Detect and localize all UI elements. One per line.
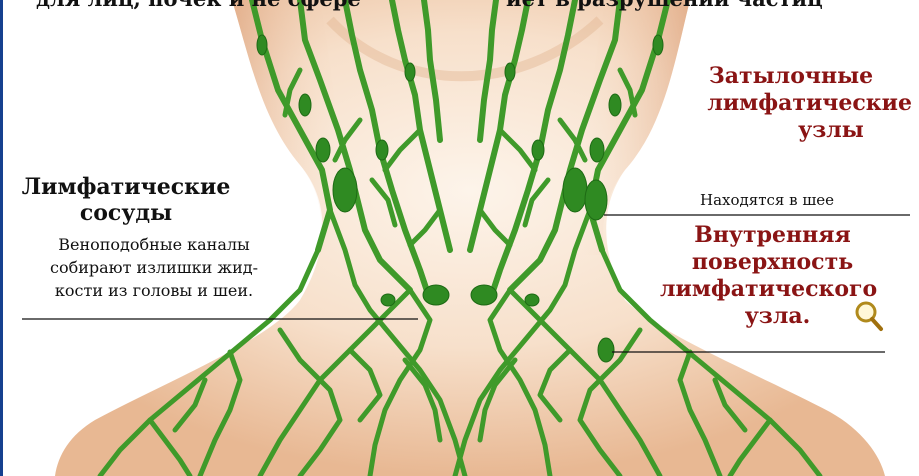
lymph-node: [590, 138, 604, 162]
lymph-node: [299, 94, 311, 116]
top-caption-right: иет в разрушении частиц: [506, 0, 823, 10]
frame-left-edge: [0, 0, 3, 476]
inner-surface-callout: Внутренняя поверхность лимфатического уз…: [640, 222, 875, 330]
occipital-line1: Затылочные: [640, 63, 912, 90]
vessels-title-line2: сосуды: [12, 200, 240, 226]
inner-surface-line3: лимфатического: [640, 276, 875, 303]
vessels-desc-line1: Веноподобные каналы: [16, 233, 292, 256]
inner-surface-line4: узла.: [640, 303, 875, 330]
lymph-node: [653, 35, 663, 55]
lymph-node: [471, 285, 497, 305]
vessels-desc-line2: собирают излишки жид-: [16, 256, 292, 279]
lymph-node: [525, 294, 539, 306]
lymph-node: [532, 140, 544, 160]
inner-surface-line1: Внутренняя: [640, 222, 875, 249]
lymph-node: [381, 294, 395, 306]
lymph-node: [376, 140, 388, 160]
occipital-callout: Затылочные лимфатические узлы: [640, 63, 912, 144]
lymph-node: [257, 35, 267, 55]
neck-location-label: Находятся в шее: [700, 190, 834, 210]
lymph-node: [585, 180, 607, 220]
lymph-node: [423, 285, 449, 305]
lymph-node: [505, 63, 515, 81]
lymph-node: [316, 138, 330, 162]
lymph-node: [563, 168, 587, 212]
occipital-line3: узлы: [640, 117, 912, 144]
occipital-line2: лимфатические: [640, 90, 912, 117]
top-caption-left: для лиц, почек и не сфере: [36, 0, 361, 10]
vessels-desc-line3: кости из головы и шеи.: [16, 279, 292, 302]
inner-surface-line2: поверхность: [640, 249, 875, 276]
lymph-node: [405, 63, 415, 81]
lymph-node: [333, 168, 357, 212]
vessels-callout: Лимфатические сосуды: [12, 174, 240, 226]
vessels-description: Веноподобные каналы собирают излишки жид…: [16, 233, 292, 302]
lymph-node: [598, 338, 614, 362]
lymph-node: [609, 94, 621, 116]
vessels-title-line1: Лимфатические: [12, 174, 240, 200]
